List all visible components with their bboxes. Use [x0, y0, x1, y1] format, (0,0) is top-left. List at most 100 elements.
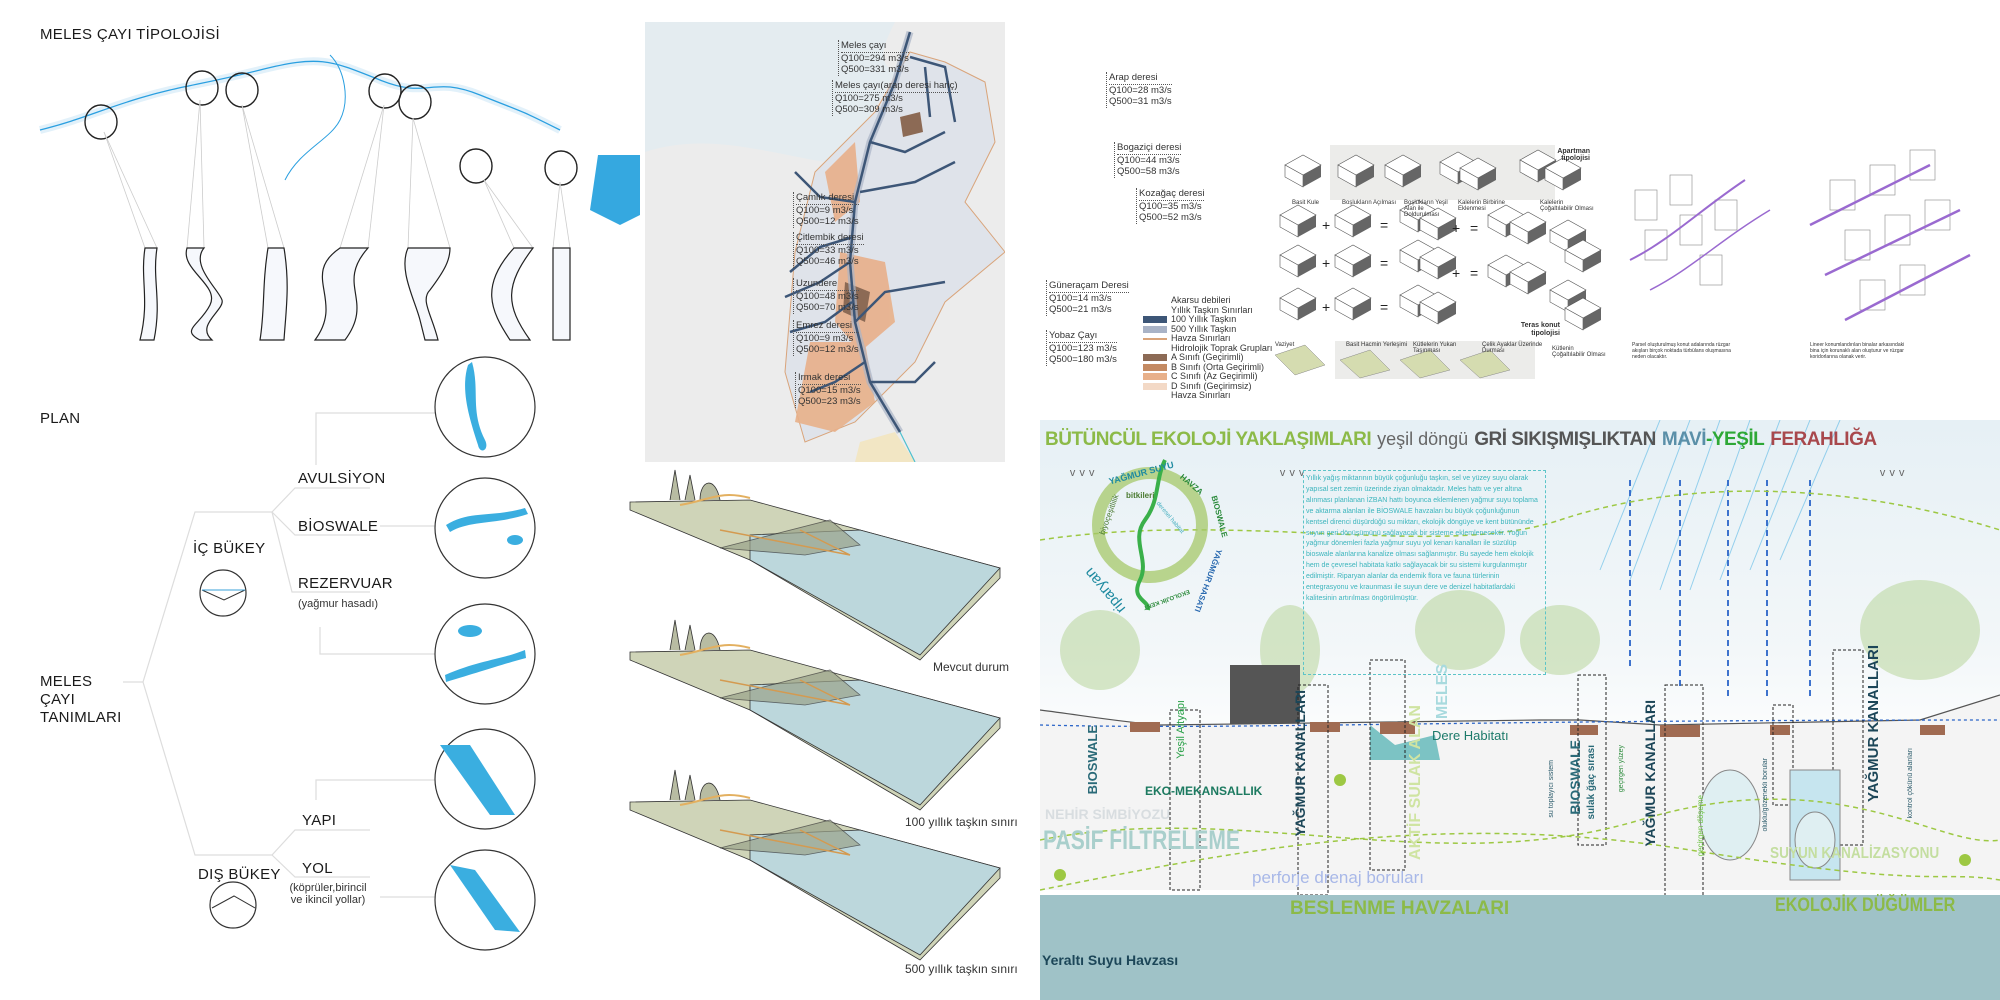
flood-section-sketches [629, 469, 1001, 961]
section-500yr [629, 769, 1001, 961]
svg-text:ᵥ ᵥ ᵥ: ᵥ ᵥ ᵥ [1279, 462, 1305, 479]
svg-text:=: = [1380, 299, 1388, 315]
label-wetland: AKTİF SULAK ALAN [1407, 705, 1424, 860]
label-perm-paving: geçirgen döşeme [1696, 795, 1705, 857]
eco-description: Yıllık yağış miktarının büyük çoğunluğu … [1303, 470, 1546, 675]
label-outer-bend: DIŞ BÜKEY [198, 866, 281, 883]
label-feeding-basins: BESLENME HAVZALARI [1290, 898, 1510, 919]
label-inner-bend: İÇ BÜKEY [193, 540, 266, 557]
label-reservoir-note: (yağmur hasadı) [298, 598, 379, 610]
label-root: MELES ÇAYI TANIMLARI [40, 673, 122, 726]
plan-label: PLAN [40, 410, 81, 427]
svg-text:=: = [1470, 265, 1478, 281]
section-label-100yr: 100 yıllık taşkın sınırı [905, 815, 1018, 829]
svg-text:=: = [1380, 217, 1388, 233]
water-cycle-logo [1092, 459, 1208, 611]
label-stream-habitat: Dere Habitatı [1432, 728, 1509, 743]
plan-channels [139, 247, 571, 341]
label-canalization: SUYUN KANALİZASYONU [1770, 845, 1940, 862]
legend-flood500: 500 Yıllık Taşkın [1143, 324, 1272, 335]
legend-soil-a: A Sınıfı (Geçirimli) [1143, 352, 1272, 363]
svg-text:=: = [1380, 255, 1388, 271]
label-reed-row: sulak ğaç sırası [1586, 745, 1597, 820]
legend-title: Akarsu debileri [1171, 295, 1231, 305]
svg-text:+: + [1452, 220, 1460, 236]
section-label-current: Mevcut durum [933, 660, 1010, 674]
svg-text:ᵥ ᵥ ᵥ: ᵥ ᵥ ᵥ [1069, 462, 1095, 479]
legend-subtitle: Yıllık Taşkın Sınırları [1171, 304, 1253, 315]
step-top-3: Boşlukların Yeşil Alan ile Doldurulması [1404, 200, 1448, 218]
map-label-meles-excl: Meles çayı(arap deresi hariç)Q100=275 m3… [832, 80, 958, 116]
label-eco-nodes: EKOLOJİK DÜĞÜMLER [1775, 895, 1956, 916]
definitions-tree [123, 356, 536, 951]
leader-lines [103, 99, 571, 249]
apartment-title: Apartman tipolojisi [1557, 148, 1590, 162]
legend-flood100: 100 Yıllık Taşkın [1143, 314, 1272, 325]
wind-diagrams [1629, 149, 1971, 322]
label-perm-surface: geçirgen yüzey [1618, 745, 1625, 793]
step-bottom-3: Kütlelerin Yukarı Taşınması [1413, 342, 1457, 354]
legend-soil-title: Hidrolojik Toprak Grupları [1171, 342, 1273, 353]
step-top-1: Basit Kule [1292, 200, 1320, 206]
label-rain-channels-3: YAĞMUR KANALLARI [1865, 645, 1882, 802]
step-bottom-5: Kütlenin Çoğaltılabilir Olması [1552, 346, 1606, 358]
label-road: YOL [302, 860, 333, 877]
eco-title-a: BÜTÜNCÜL EKOLOJİ YAKLAŞIMLARI [1045, 429, 1372, 450]
river-typology-diagram [39, 54, 640, 341]
legend-soil-c: C Sınıfı (Az Geçirimli) [1143, 371, 1272, 382]
terrace-title: Teras konut tipolojisi [1520, 322, 1560, 337]
label-rain-channels-2: YAĞMUR KANALLARI [1642, 700, 1658, 847]
map-graphics [645, 22, 1005, 462]
step-bottom-4: Çelik Ayaklar Üzerinde Durması [1482, 342, 1543, 354]
label-groundwater: Yeraltı Suyu Havzası [1042, 952, 1179, 968]
step-bottom-1: Vaziyet [1275, 342, 1295, 348]
section-label-500yr: 500 yıllık taşkın sınırı [905, 962, 1018, 976]
label-meles: MELES [1434, 664, 1451, 720]
legend-soil-d: D Sınıfı (Geçirimsiz) [1143, 381, 1272, 392]
label-eco-spatial: EKO-MEKANSALLIK [1145, 784, 1263, 798]
eco-title-colored: MAVİ -YEŞİL [1661, 429, 1765, 451]
label-collector: su toplayıcı sistem [1548, 760, 1555, 818]
label-control: kontrol çökünü alanları [1907, 748, 1914, 819]
svg-text:+: + [1322, 255, 1330, 271]
section-100yr [629, 619, 1001, 811]
label-green-infra: Yeşil Altyapı [1175, 700, 1187, 759]
step-top-2: Boşlukların Açılması [1342, 200, 1397, 206]
watershed-map [645, 22, 1005, 462]
label-structure: YAPI [302, 812, 337, 829]
eco-title: BÜTÜNCÜL EKOLOJİ YAKLAŞIMLARI yeşil döng… [1045, 429, 1877, 451]
eco-title-f: FERAHLIĞA [1770, 429, 1877, 450]
wind-caption-1: Parsel oluşturulmuş konut adalarında rüz… [1632, 342, 1731, 360]
label-reservoir: REZERVUAR [298, 575, 393, 592]
label-rain-channels-1: YAĞMUR KANALLARI [1292, 690, 1308, 837]
bay-shape [590, 155, 640, 225]
eco-title-c: GRİ SIKIŞMIŞLIKTAN [1474, 429, 1656, 450]
label-drain-pipes: perforje drenaj boruları [1252, 868, 1424, 887]
map-legend: Akarsu debileri Yıllık Taşkın Sınırları … [1143, 295, 1273, 401]
label-road-note: (köprüler,birincil ve ikincil yollar) [289, 882, 367, 906]
label-passive-filtering: PASİF FİLTRELEME [1043, 825, 1240, 855]
eco-title-d: MAVİ [1661, 429, 1707, 450]
rain-arrows [1629, 480, 1811, 700]
label-avulsion: AVULSİYON [298, 470, 386, 487]
wind-caption-2: Lineer konumlandırılan binalar arkasında… [1810, 342, 1905, 360]
label-bioswale-1: BIOSWALE [1085, 725, 1100, 795]
svg-text:+: + [1322, 299, 1330, 315]
step-top-4: Kalelerin Birbirine Eklenmesi [1458, 200, 1506, 212]
label-bioswale: BİOSWALE [298, 518, 379, 535]
building-typology-diagrams: +=+= +=+= += [1274, 149, 1971, 379]
svg-text:+: + [1452, 265, 1460, 281]
